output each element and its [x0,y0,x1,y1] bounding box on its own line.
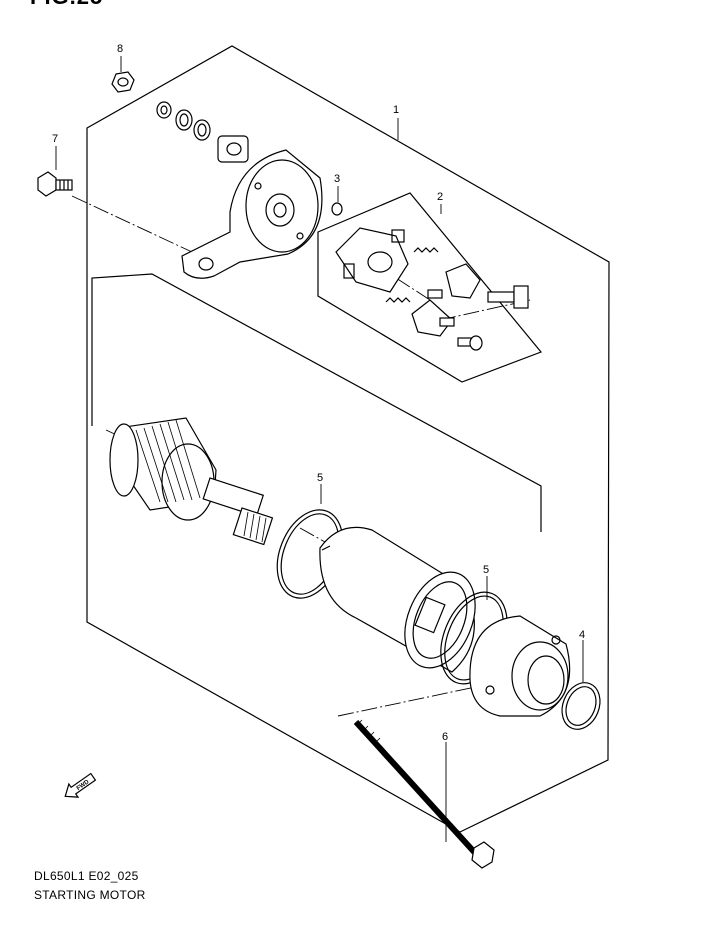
terminal-bolt [487,285,529,309]
figure-title: FIG.25 [30,0,103,10]
callout-5-lower: 5 [483,564,489,576]
callout-4: 4 [579,629,585,641]
callout-2: 2 [437,191,443,203]
terminal-insulator [217,135,249,163]
o-ring-part-4 [561,682,601,730]
brush-holder [335,227,409,293]
assembly-outline-box [86,45,610,833]
callout-3: 3 [334,173,340,185]
washer-stack [156,101,211,141]
callout-1: 1 [393,104,399,116]
long-bolt-part-6 [353,719,495,869]
brush-set-box [317,192,542,383]
brush-plate [411,263,481,337]
leader-lines [55,56,584,842]
callout-5-upper: 5 [317,472,323,484]
callout-7: 7 [52,133,58,145]
brush-springs [385,247,439,303]
brush-screw [457,335,483,351]
o-ring-part-3 [331,202,343,216]
model-code: DL650L1 E02_025 [34,869,139,883]
diagram-caption: STARTING MOTOR [34,888,146,902]
armature-area-outline [91,273,542,532]
callout-6: 6 [442,731,448,743]
callout-8: 8 [117,43,123,55]
nut-part-8 [111,71,135,93]
armature [109,417,274,546]
fwd-arrow-icon: FWD [64,772,97,798]
bolt-part-7 [37,171,73,197]
rear-end-cover [181,149,323,279]
yoke-housing [319,526,476,673]
front-housing [469,615,571,717]
